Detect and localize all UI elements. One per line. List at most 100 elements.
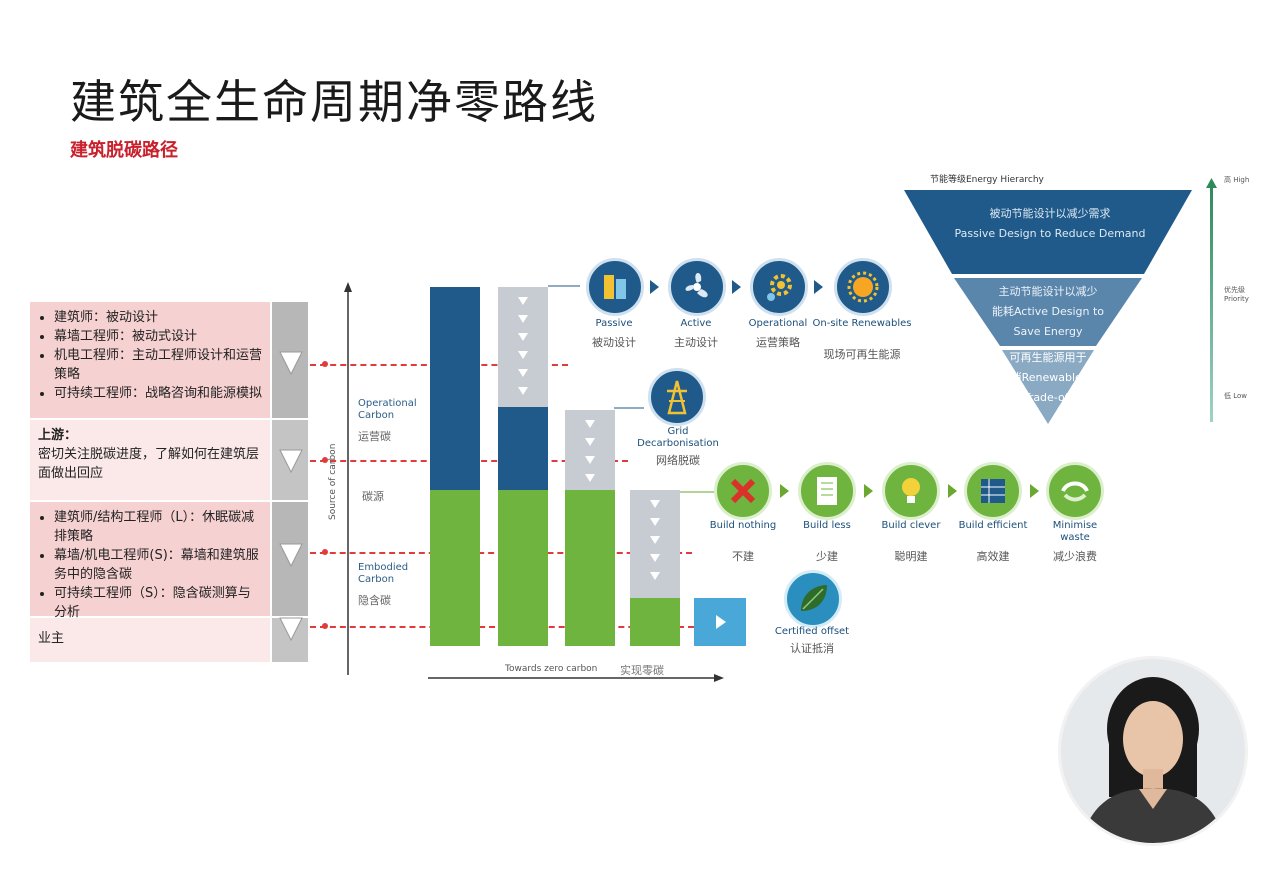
role-group-passive: 建筑师：被动设计 幕墙工程师：被动式设计 机电工程师：主动工程师设计和运营策略 …	[30, 302, 270, 418]
marker-triangle-icon	[279, 617, 303, 642]
priority-high-label: 高 High	[1224, 176, 1250, 184]
guide-dot	[322, 361, 328, 367]
embodied-step-cn: 高效建	[976, 550, 1010, 563]
offset-play-box	[694, 598, 746, 646]
building-icon	[586, 258, 644, 316]
role-group-owner: 业主	[30, 618, 270, 662]
embodied-carbon-bar	[630, 597, 680, 646]
x-axis-label-cn: 实现零碳	[620, 664, 664, 677]
priority-scale-arrow	[1206, 178, 1217, 422]
reduction-arrow-icon	[585, 420, 595, 428]
cross-icon	[714, 462, 772, 520]
guide-dot	[322, 549, 328, 555]
hierarchy-level-2: 主动节能设计以减少 能耗Active Design to Save Energy	[978, 282, 1118, 342]
role-item: 可持续工程师（S）：隐含碳测算与分析	[54, 584, 262, 622]
sun-icon	[834, 258, 892, 316]
step-arrow-icon	[780, 484, 789, 498]
step-arrow-icon	[650, 280, 659, 294]
hierarchy-level-2-en: 能耗Active Design to Save Energy	[991, 305, 1105, 338]
operational-step-label: Active	[680, 318, 712, 329]
grid-decarbonisation-cn: 网络脱碳	[656, 454, 700, 467]
operational-step-cn: 运营策略	[756, 336, 800, 349]
embodied-step-label: Build nothing	[709, 520, 777, 531]
reduction-arrow-icon	[585, 438, 595, 446]
reduction-arrow-icon	[518, 387, 528, 396]
hierarchy-level-3: 可再生能源用于 抵消Renewable to Trade-off	[988, 348, 1108, 408]
priority-low-label: 低 Low	[1224, 392, 1248, 400]
hierarchy-level-1-en: Passive Design to Reduce Demand	[954, 227, 1146, 240]
hierarchy-level-1: 被动节能设计以减少需求 Passive Design to Reduce Dem…	[950, 204, 1150, 244]
guide-dot	[322, 623, 328, 629]
hierarchy-level-3-en: 抵消Renewable to Trade-off	[999, 371, 1097, 404]
role-item: 幕墙工程师：被动式设计	[54, 327, 262, 346]
operational-step-cn: 被动设计	[592, 336, 636, 349]
embodied-step-label: Build clever	[881, 520, 941, 531]
embodied-carbon-bar	[430, 490, 480, 646]
priority-mid-label: 优先级 Priority	[1224, 286, 1249, 303]
role-group-upstream: 上游： 密切关注脱碳进度，了解如何在建筑层面做出回应	[30, 420, 270, 500]
hierarchy-title: 节能等级Energy Hierarchy	[930, 175, 1044, 185]
embodied-step-label: Build less	[803, 520, 851, 531]
step-arrow-icon	[732, 280, 741, 294]
energy-hierarchy-pyramid	[904, 190, 1192, 424]
certified-offset-label: Certified offset	[774, 626, 850, 637]
reduction-arrow-icon	[518, 315, 528, 324]
hierarchy-level-1-cn: 被动节能设计以减少需求	[989, 207, 1111, 220]
operational-step-cn: 主动设计	[674, 336, 718, 349]
role-item: 建筑师/结构工程师（L）：休眠碳减排策略	[54, 508, 262, 546]
operational-carbon-bar	[430, 287, 480, 490]
reduction-arrow-icon	[650, 536, 660, 544]
embodied-carbon-bar	[498, 490, 548, 646]
hierarchy-level-2-cn: 主动节能设计以减少	[998, 285, 1098, 298]
reduction-arrow-icon	[650, 500, 660, 508]
fan-icon	[668, 258, 726, 316]
x-axis-label-en: Towards zero carbon	[505, 664, 598, 674]
certified-offset-cn: 认证抵消	[790, 642, 834, 655]
connector-lines	[548, 285, 716, 493]
embodied-step-cn: 不建	[732, 550, 754, 563]
reduction-arrow-icon	[518, 369, 528, 378]
marker-triangle-icon	[279, 351, 303, 376]
page-title: 建筑全生命周期净零路线	[70, 75, 598, 129]
reduction-arrow-icon	[518, 297, 528, 306]
reduction-arrow-icon	[585, 474, 595, 482]
recycle-icon	[1046, 462, 1104, 520]
reduction-arrow-icon	[518, 333, 528, 342]
embodied-carbon-cn: 隐含碳	[358, 594, 391, 607]
guide-dot	[322, 457, 328, 463]
leaf-icon	[784, 570, 842, 628]
reduction-arrow-icon	[518, 351, 528, 360]
document-icon	[798, 462, 856, 520]
role-item: 机电工程师：主动工程师设计和运营策略	[54, 346, 262, 384]
operational-step-cn: 现场可再生能源	[823, 348, 901, 361]
operational-carbon-bar	[498, 407, 548, 490]
reduction-arrow-icon	[650, 518, 660, 526]
embodied-step-label: Minimise waste	[1052, 520, 1098, 543]
operational-carbon-cn: 运营碳	[358, 430, 391, 443]
role-group-embodied: 建筑师/结构工程师（L）：休眠碳减排策略 幕墙/机电工程师(S)：幕墙和建筑服务…	[30, 502, 270, 620]
role-owner-label: 业主	[38, 631, 65, 646]
embodied-step-label: Build efficient	[958, 520, 1028, 531]
embodied-carbon-label: Embodied Carbon	[358, 562, 409, 585]
marker-triangle-icon	[279, 449, 303, 474]
gear-icon	[750, 258, 808, 316]
step-arrow-icon	[864, 484, 873, 498]
role-group-text: 密切关注脱碳进度，了解如何在建筑层面做出回应	[38, 447, 260, 481]
step-arrow-icon	[1030, 484, 1039, 498]
operational-step-label: Passive	[595, 318, 633, 329]
y-axis-label: Source of carbon	[328, 443, 338, 520]
reduction-arrow-icon	[585, 456, 595, 464]
pylon-icon	[648, 368, 706, 426]
play-icon	[716, 615, 726, 629]
embodied-step-cn: 减少浪费	[1053, 550, 1097, 563]
grid-icon	[964, 462, 1022, 520]
speaker-avatar	[1058, 656, 1248, 846]
grid-decarbonisation-label: Grid Decarbonisation	[637, 426, 719, 449]
role-item: 可持续工程师：战略咨询和能源模拟	[54, 384, 262, 403]
role-item: 幕墙/机电工程师(S)：幕墙和建筑服务中的隐含碳	[54, 546, 262, 584]
step-arrow-icon	[814, 280, 823, 294]
embodied-carbon-bar	[565, 490, 615, 646]
role-triangle-markers	[279, 351, 303, 642]
reduction-arrow-icon	[650, 554, 660, 562]
operational-step-label: On-site Renewables	[812, 318, 912, 329]
